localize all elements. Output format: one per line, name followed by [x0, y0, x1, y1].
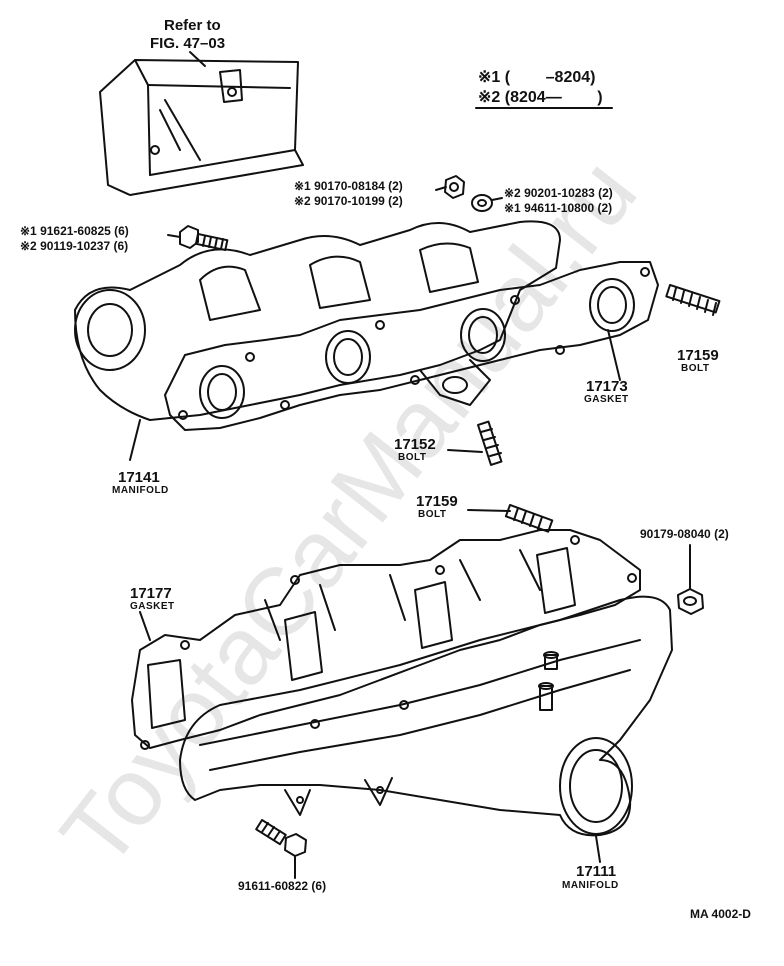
legend-mark-1: ※1	[478, 69, 501, 86]
leader-bolt-91621	[167, 234, 181, 238]
leader-washer	[491, 197, 503, 201]
upper-washer	[471, 194, 493, 212]
callout-number: 17159	[416, 493, 458, 510]
callout-number: 17177	[130, 585, 172, 602]
upper-nut	[444, 175, 465, 199]
stud-17152	[476, 420, 503, 466]
refer-note-line1: Refer to	[164, 17, 221, 34]
callout-number: 17152	[394, 436, 436, 453]
callout-name: BOLT	[398, 452, 427, 463]
callout-name: GASKET	[584, 394, 629, 405]
part-code: ※1 94611-10800 (2)	[504, 201, 613, 215]
bolt-91611	[255, 819, 307, 857]
exhaust-manifold-upper	[74, 220, 561, 421]
intake-gasket	[131, 529, 641, 750]
legend-range-1: ( –8204)	[504, 69, 596, 86]
part-code: ※1 90170-08184 (2)	[294, 179, 403, 193]
leader-17152	[447, 449, 483, 453]
part-code: ※1 91621-60825 (6)	[20, 224, 129, 238]
leader-17177	[139, 611, 151, 641]
callout-name: BOLT	[418, 509, 447, 520]
legend-mark-2: ※2	[478, 89, 501, 106]
stud-17159-upper	[665, 284, 721, 316]
callout-number: 17173	[586, 378, 628, 395]
figure-code: MA 4002-D	[690, 907, 751, 921]
callout-name: MANIFOLD	[112, 485, 169, 496]
part-code: 91611-60822 (6)	[238, 879, 327, 893]
stud-17159-mid	[504, 503, 554, 533]
callout-number: 17141	[118, 469, 160, 486]
refer-note-line2: FIG. 47–03	[150, 35, 226, 52]
leader-refer	[189, 51, 206, 67]
leader-nut	[435, 186, 447, 191]
nut-90179	[677, 588, 704, 615]
part-code: ※2 90170-10199 (2)	[294, 194, 403, 208]
callout-name: GASKET	[130, 601, 175, 612]
leader-17159-mid	[467, 509, 511, 512]
legend-range-2: (8204— )	[504, 89, 603, 106]
callout-name: MANIFOLD	[562, 880, 619, 891]
bolt-91621	[179, 225, 229, 252]
callout-number: 17159	[677, 347, 719, 364]
part-code: ※2 90119-10237 (6)	[20, 239, 129, 253]
heat-shield	[99, 59, 304, 196]
callout-name: BOLT	[681, 363, 710, 374]
leader-gasket-upper	[607, 329, 621, 381]
exhaust-gasket	[164, 261, 659, 431]
part-code: ※2 90201-10283 (2)	[504, 186, 613, 200]
part-code: 90179-08040 (2)	[640, 527, 729, 541]
intake-manifold	[179, 549, 673, 837]
leader-17111	[595, 835, 601, 863]
legend-row2: ※2 (8204— )	[478, 90, 603, 106]
leader-manifold-upper	[129, 419, 141, 461]
callout-number: 17111	[576, 863, 617, 880]
legend-row1: ※1 ( –8204)	[478, 70, 595, 86]
